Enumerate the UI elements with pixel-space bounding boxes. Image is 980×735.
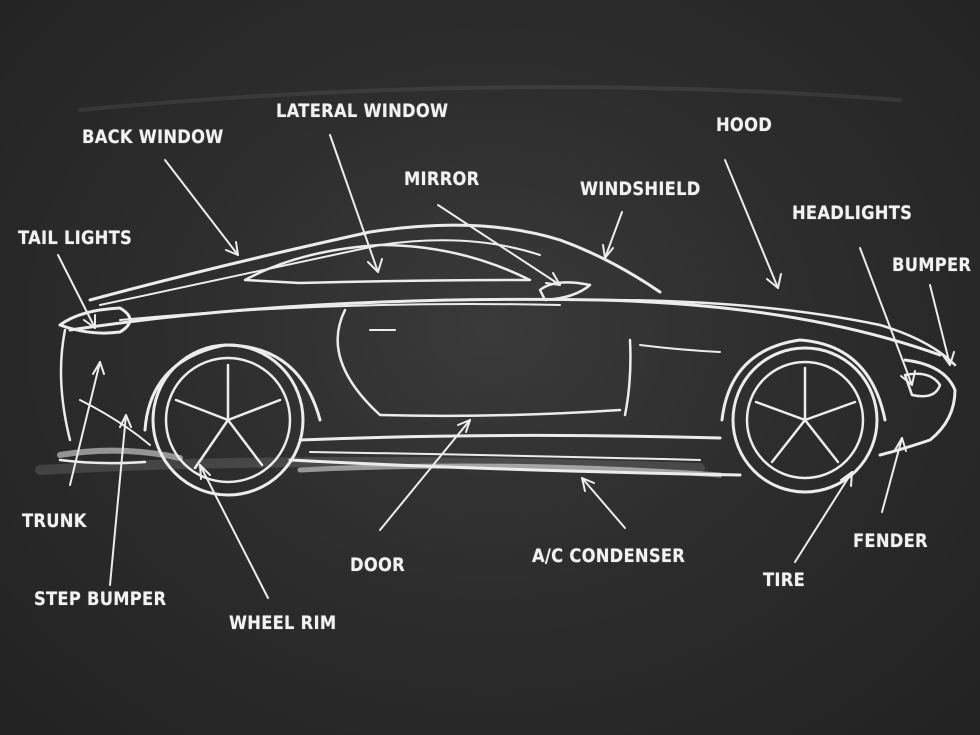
label-hood: HOOD [716, 114, 773, 136]
car-body [58, 223, 957, 477]
rear-wheel [143, 343, 322, 497]
label-lateral-window: LATERAL WINDOW [276, 100, 449, 122]
label-bumper: BUMPER [892, 254, 972, 276]
label-tire: TIRE [763, 569, 806, 591]
label-wheel-rim: WHEEL RIM [229, 612, 337, 634]
mirror-shape [538, 281, 592, 302]
label-fender: FENDER [853, 530, 928, 552]
label-trunk: TRUNK [22, 510, 87, 532]
label-back-window: BACK WINDOW [82, 126, 224, 148]
label-mirror: MIRROR [404, 168, 480, 190]
label-headlights: HEADLIGHTS [792, 202, 913, 224]
pointer-arrows [57, 134, 955, 599]
front-wheel [720, 338, 887, 494]
label-step-bumper: STEP BUMPER [34, 588, 167, 610]
label-tail-lights: TAIL LIGHTS [18, 227, 133, 249]
label-ac-condenser: A/C CONDENSER [532, 545, 686, 567]
label-door: DOOR [350, 554, 405, 576]
label-windshield: WINDSHIELD [580, 178, 701, 200]
